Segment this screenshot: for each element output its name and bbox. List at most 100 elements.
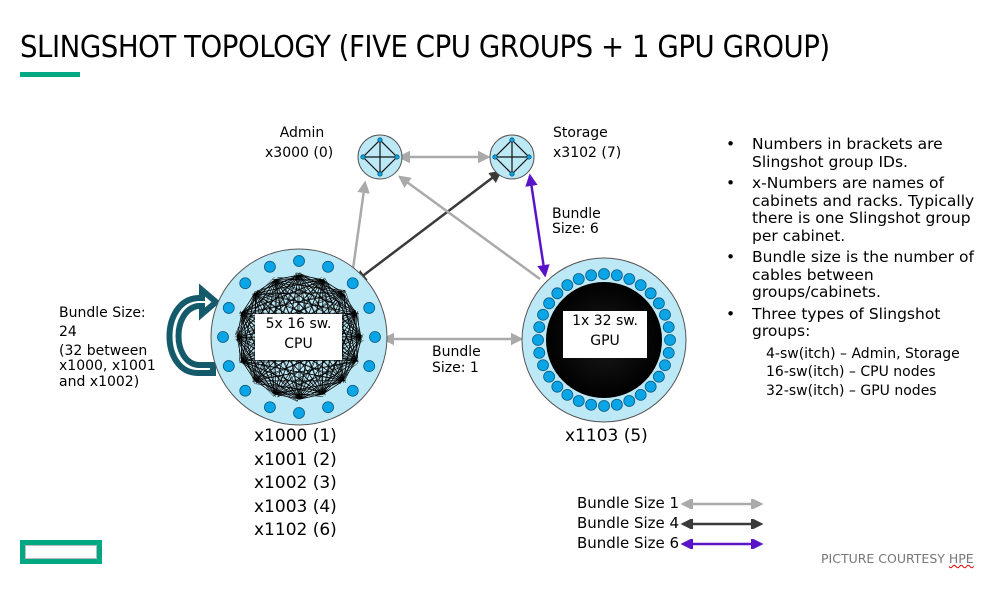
switch-node bbox=[573, 274, 584, 285]
switch-node bbox=[510, 138, 514, 142]
legend-arrow-dark bbox=[679, 519, 765, 529]
storage-gpu-bundle-label-2: Size: 6 bbox=[552, 221, 599, 238]
gpu-group-id: x1103 (5) bbox=[565, 425, 648, 449]
legend-arrow-gray bbox=[679, 499, 765, 509]
legend-item-bundle-1: Bundle Size 1 bbox=[577, 494, 679, 514]
cpu-box-line1: 5x 16 sw. bbox=[255, 314, 342, 334]
group-type-item: 4-sw(itch) – Admin, Storage bbox=[726, 345, 996, 364]
switch-node bbox=[370, 332, 381, 343]
admin-name-label: Admin bbox=[270, 125, 334, 142]
switch-node bbox=[645, 288, 656, 299]
bullet-marker: • bbox=[726, 249, 735, 267]
switch-node bbox=[538, 309, 549, 320]
self-loop-label-line: Bundle Size: bbox=[59, 305, 146, 322]
switch-node bbox=[586, 399, 597, 410]
switch-node bbox=[665, 335, 676, 346]
switch-node bbox=[611, 399, 622, 410]
edge-cpu-admin bbox=[352, 183, 365, 276]
edge-gpu-storage bbox=[530, 176, 545, 275]
switch-node bbox=[635, 280, 646, 291]
bullet-marker: • bbox=[726, 175, 735, 193]
switch-node bbox=[218, 332, 229, 343]
self-loop-label-line: 24 bbox=[59, 324, 77, 341]
switch-node bbox=[240, 278, 251, 289]
storage-id-label: x3102 (7) bbox=[553, 145, 621, 162]
switch-node bbox=[240, 385, 251, 396]
switch-node bbox=[534, 347, 545, 358]
self-loop-label-line: x1000, x1001 bbox=[59, 358, 156, 375]
hpe-logo bbox=[20, 540, 102, 564]
admin-group-node[interactable] bbox=[358, 135, 402, 179]
switch-node bbox=[599, 401, 610, 412]
switch-node bbox=[527, 155, 531, 159]
switch-node bbox=[323, 402, 334, 413]
group-type-item: 16-sw(itch) – CPU nodes bbox=[726, 363, 996, 382]
bullet-marker: • bbox=[726, 306, 735, 324]
switch-node bbox=[663, 347, 674, 358]
gpu-box-line2: GPU bbox=[563, 331, 647, 351]
switch-node bbox=[364, 302, 375, 313]
note-item: •Three types of Slingshot groups: bbox=[726, 306, 996, 341]
switch-node bbox=[378, 172, 382, 176]
switch-node bbox=[624, 274, 635, 285]
note-item: •Bundle size is the number of cables bet… bbox=[726, 249, 996, 302]
switch-node bbox=[573, 395, 584, 406]
switch-node bbox=[635, 389, 646, 400]
storage-name-label: Storage bbox=[553, 125, 608, 142]
cpu-box-label: 5x 16 sw. CPU bbox=[255, 314, 342, 360]
switch-node bbox=[624, 395, 635, 406]
legend: Bundle Size 1 Bundle Size 4 Bundle Size … bbox=[577, 494, 679, 554]
cpu-gpu-bundle-label-2: Size: 1 bbox=[432, 360, 479, 377]
switch-node bbox=[663, 322, 674, 333]
cpu-group-id-list: x1000 (1) x1001 (2) x1002 (3) x1003 (4) … bbox=[254, 425, 337, 543]
switch-node bbox=[611, 270, 622, 281]
bullet-marker: • bbox=[726, 136, 735, 154]
switch-node bbox=[653, 371, 664, 382]
switch-node bbox=[659, 309, 670, 320]
switch-node bbox=[323, 261, 334, 272]
gpu-box-label: 1x 32 sw. GPU bbox=[563, 311, 647, 358]
switch-node bbox=[510, 172, 514, 176]
switch-node bbox=[645, 381, 656, 392]
cpu-group-id: x1002 (3) bbox=[254, 472, 337, 496]
switch-node bbox=[347, 385, 358, 396]
switch-node bbox=[562, 280, 573, 291]
switch-node bbox=[599, 269, 610, 280]
switch-node bbox=[264, 261, 275, 272]
edge-cpu-storage bbox=[356, 172, 500, 281]
switch-node bbox=[223, 302, 234, 313]
switch-node bbox=[493, 155, 497, 159]
switch-node bbox=[544, 298, 555, 309]
notes-list: •Numbers in brackets are Slingshot group… bbox=[726, 136, 996, 400]
cpu-group-id: x1003 (4) bbox=[254, 496, 337, 520]
switch-node bbox=[552, 288, 563, 299]
picture-courtesy: PICTURE COURTESY HPE bbox=[821, 551, 974, 566]
cpu-group-id: x1000 (1) bbox=[254, 425, 337, 449]
switch-node bbox=[533, 335, 544, 346]
cpu-group-id: x1001 (2) bbox=[254, 449, 337, 473]
switch-node bbox=[544, 371, 555, 382]
switch-node bbox=[294, 256, 305, 267]
cpu-gpu-bundle-label-1: Bundle bbox=[432, 344, 481, 361]
courtesy-brand: HPE bbox=[949, 551, 974, 566]
switch-node bbox=[562, 389, 573, 400]
legend-item-bundle-4: Bundle Size 4 bbox=[577, 514, 679, 534]
switch-node bbox=[538, 360, 549, 371]
switch-node bbox=[364, 361, 375, 372]
switch-node bbox=[653, 298, 664, 309]
self-loop-arrow bbox=[170, 290, 217, 373]
cpu-box-line2: CPU bbox=[255, 334, 342, 354]
edge-gpu-admin bbox=[400, 177, 540, 279]
note-item: •Numbers in brackets are Slingshot group… bbox=[726, 136, 996, 171]
switch-node bbox=[552, 381, 563, 392]
switch-node bbox=[586, 270, 597, 281]
legend-item-bundle-6: Bundle Size 6 bbox=[577, 534, 679, 554]
storage-group-node[interactable] bbox=[490, 135, 534, 179]
switch-node bbox=[347, 278, 358, 289]
group-type-item: 32-sw(itch) – GPU nodes bbox=[726, 382, 996, 401]
switch-node bbox=[264, 402, 275, 413]
cpu-group-id: x1102 (6) bbox=[254, 519, 337, 543]
switch-node bbox=[659, 360, 670, 371]
legend-arrow-purple bbox=[679, 539, 765, 549]
self-loop-label-line: and x1002) bbox=[59, 374, 139, 391]
